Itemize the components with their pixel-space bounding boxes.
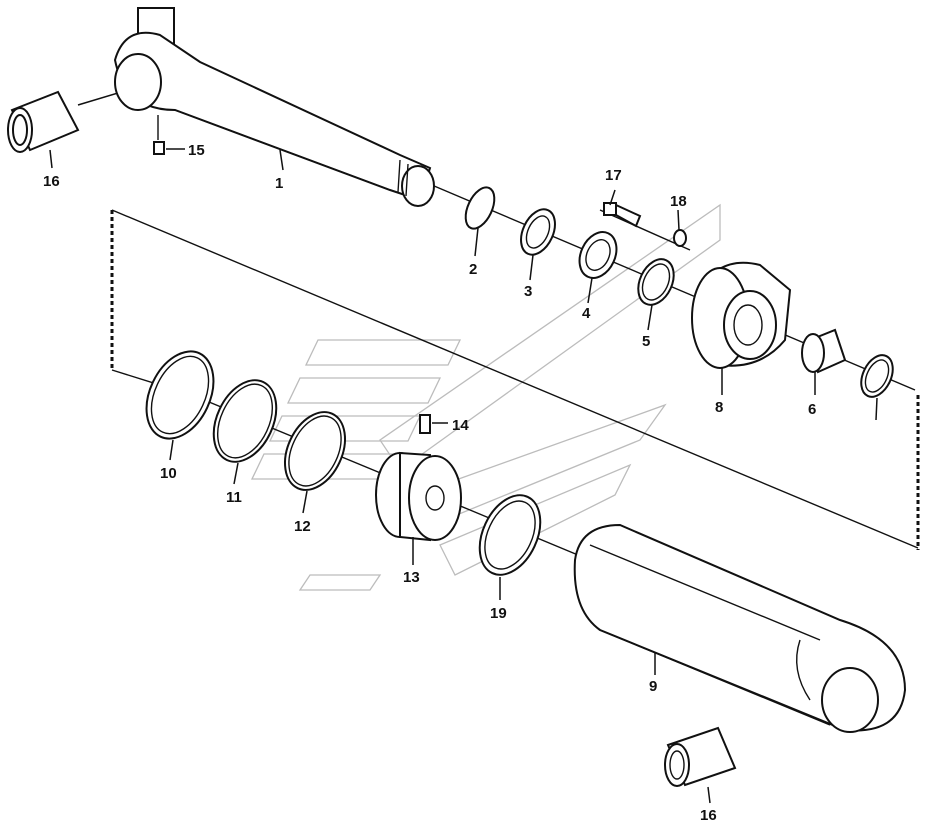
label-part-15: 15 [188, 142, 205, 159]
set-screw-14 [419, 414, 448, 434]
cylinder-barrel-9 [573, 523, 907, 733]
label-part-18: 18 [670, 193, 687, 210]
rod-seal-4 [578, 231, 618, 279]
washer-18 [673, 229, 687, 247]
guide-bushing-6 [801, 328, 847, 374]
label-part-16-top: 16 [43, 173, 60, 190]
label-part-16-bottom: 16 [700, 807, 717, 824]
cylinder-head-8 [691, 261, 792, 369]
snap-ring-right [860, 354, 894, 398]
grease-nipple [153, 115, 185, 155]
o-ring-5 [637, 258, 675, 306]
label-part-3: 3 [524, 283, 532, 300]
label-part-11: 11 [226, 489, 242, 506]
wiper-3 [520, 208, 556, 256]
bolt-17 [603, 202, 642, 228]
snap-ring-2 [464, 186, 496, 230]
label-part-6: 6 [808, 401, 816, 418]
bushing-bottom [664, 726, 737, 787]
label-part-8: 8 [715, 399, 723, 416]
part-labels: 1 2 3 4 5 6 8 9 10 11 12 13 14 15 16 16 … [43, 142, 816, 824]
label-part-2: 2 [469, 261, 477, 278]
label-part-9: 9 [649, 678, 657, 695]
label-part-14: 14 [452, 417, 469, 434]
ring-11 [212, 379, 278, 463]
label-part-4: 4 [582, 305, 591, 322]
ring-10 [145, 350, 215, 440]
leader-lines [49, 149, 878, 804]
label-part-1: 1 [275, 175, 283, 192]
label-part-19: 19 [490, 605, 507, 622]
piston-13 [375, 451, 462, 542]
seal-19 [478, 494, 542, 576]
bushing-top [7, 89, 129, 153]
ring-12 [284, 411, 346, 491]
label-part-13: 13 [403, 569, 420, 586]
label-part-10: 10 [160, 465, 177, 482]
label-part-5: 5 [642, 333, 650, 350]
piston-rod [113, 7, 435, 207]
label-part-12: 12 [294, 518, 311, 535]
label-part-17: 17 [605, 167, 622, 184]
